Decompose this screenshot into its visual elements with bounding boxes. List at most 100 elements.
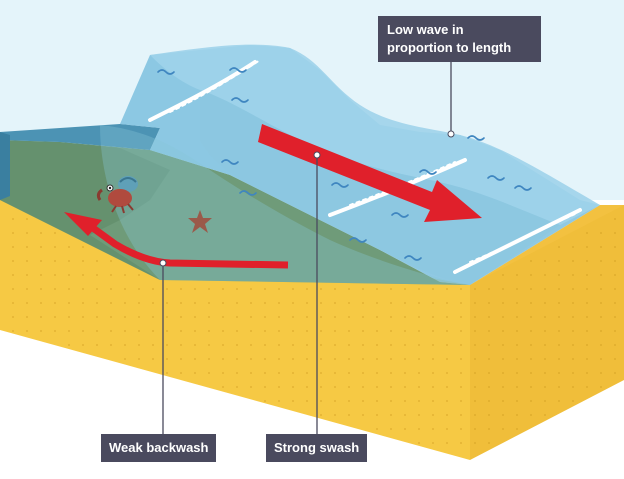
sand-dot xyxy=(558,330,560,332)
sand-dot xyxy=(502,344,504,346)
sand-dot xyxy=(180,372,182,374)
sand-dot xyxy=(530,414,532,416)
sand-dot xyxy=(446,372,448,374)
sand-dot xyxy=(82,246,84,248)
sand-dot xyxy=(208,316,210,318)
sand-dot xyxy=(460,372,462,374)
sand-dot xyxy=(502,330,504,332)
sand-dot xyxy=(390,428,392,430)
sand-dot xyxy=(208,344,210,346)
sand-dot xyxy=(572,330,574,332)
sand-dot xyxy=(110,316,112,318)
sand-dot xyxy=(348,414,350,416)
sand-dot xyxy=(152,358,154,360)
foam-icon xyxy=(148,59,582,274)
sand-dot xyxy=(82,330,84,332)
sand-dot xyxy=(362,344,364,346)
sand-dot xyxy=(362,302,364,304)
sand-dot xyxy=(124,344,126,346)
sand-dot xyxy=(68,330,70,332)
sand-dot xyxy=(488,372,490,374)
sand-dot xyxy=(250,330,252,332)
sand-dot xyxy=(432,302,434,304)
sand-dot xyxy=(614,372,616,374)
sand-dot xyxy=(26,288,28,290)
sand-dot xyxy=(320,414,322,416)
leader-lines xyxy=(162,60,452,434)
sand-dot xyxy=(236,288,238,290)
sand-dot xyxy=(138,344,140,346)
sand-dot xyxy=(264,344,266,346)
sand-dot xyxy=(446,288,448,290)
sand-dot xyxy=(348,288,350,290)
sand-dot xyxy=(26,232,28,234)
sand-dot xyxy=(600,358,602,360)
sand-dot xyxy=(362,330,364,332)
sand-dot xyxy=(180,302,182,304)
sand-dot xyxy=(306,302,308,304)
sand-dot xyxy=(516,316,518,318)
sand-dot xyxy=(334,372,336,374)
sand-dot xyxy=(460,302,462,304)
sand-dot xyxy=(446,330,448,332)
sand-dot xyxy=(264,330,266,332)
sand-dot xyxy=(530,400,532,402)
sand-dot xyxy=(558,372,560,374)
sand-dot xyxy=(600,232,602,234)
sand-dot xyxy=(222,344,224,346)
sand-dot xyxy=(614,260,616,262)
sand-dot xyxy=(54,302,56,304)
sand-dot xyxy=(446,414,448,416)
sand-dot xyxy=(502,358,504,360)
sand-dot xyxy=(432,344,434,346)
sand-dot xyxy=(292,386,294,388)
sand-dot xyxy=(460,428,462,430)
sand-dot xyxy=(544,414,546,416)
ripple-icon xyxy=(157,67,532,261)
sand-dot xyxy=(488,330,490,332)
sand-dot xyxy=(348,302,350,304)
sand-dot xyxy=(194,316,196,318)
sand-dot xyxy=(82,288,84,290)
sand-dot xyxy=(544,288,546,290)
sand-dot xyxy=(40,288,42,290)
sand-dot xyxy=(558,246,560,248)
sand-dot xyxy=(586,288,588,290)
sand-dot xyxy=(446,400,448,402)
sand-dot xyxy=(530,330,532,332)
sand-dot xyxy=(432,288,434,290)
sand-dot xyxy=(320,330,322,332)
seabed-shade xyxy=(0,140,170,280)
sand-dot xyxy=(502,372,504,374)
sand-dot xyxy=(614,302,616,304)
sand-dot xyxy=(320,358,322,360)
sand-dot xyxy=(334,344,336,346)
sand-dot xyxy=(194,344,196,346)
sand-dot xyxy=(12,274,14,276)
sand-dot xyxy=(418,302,420,304)
sand-dot xyxy=(306,316,308,318)
sand-dot xyxy=(614,218,616,220)
sand-dot xyxy=(404,358,406,360)
sand-dot xyxy=(502,428,504,430)
sand-dot xyxy=(600,288,602,290)
sand-dot xyxy=(544,260,546,262)
sand-dot xyxy=(432,386,434,388)
sand-dot xyxy=(446,344,448,346)
sand-dot xyxy=(586,246,588,248)
sand-dot xyxy=(516,288,518,290)
sand-dot xyxy=(222,316,224,318)
sand-dot xyxy=(376,302,378,304)
sand-dot xyxy=(544,330,546,332)
sand-dot xyxy=(362,372,364,374)
sand-dot xyxy=(460,288,462,290)
sand-dot xyxy=(418,372,420,374)
sand-dot xyxy=(418,344,420,346)
sand-dot xyxy=(124,358,126,360)
sand-dot xyxy=(40,330,42,332)
sand-dot xyxy=(278,302,280,304)
sand-dot xyxy=(82,302,84,304)
sand-dot xyxy=(488,302,490,304)
sand-dot xyxy=(82,316,84,318)
sand-dot xyxy=(558,274,560,276)
